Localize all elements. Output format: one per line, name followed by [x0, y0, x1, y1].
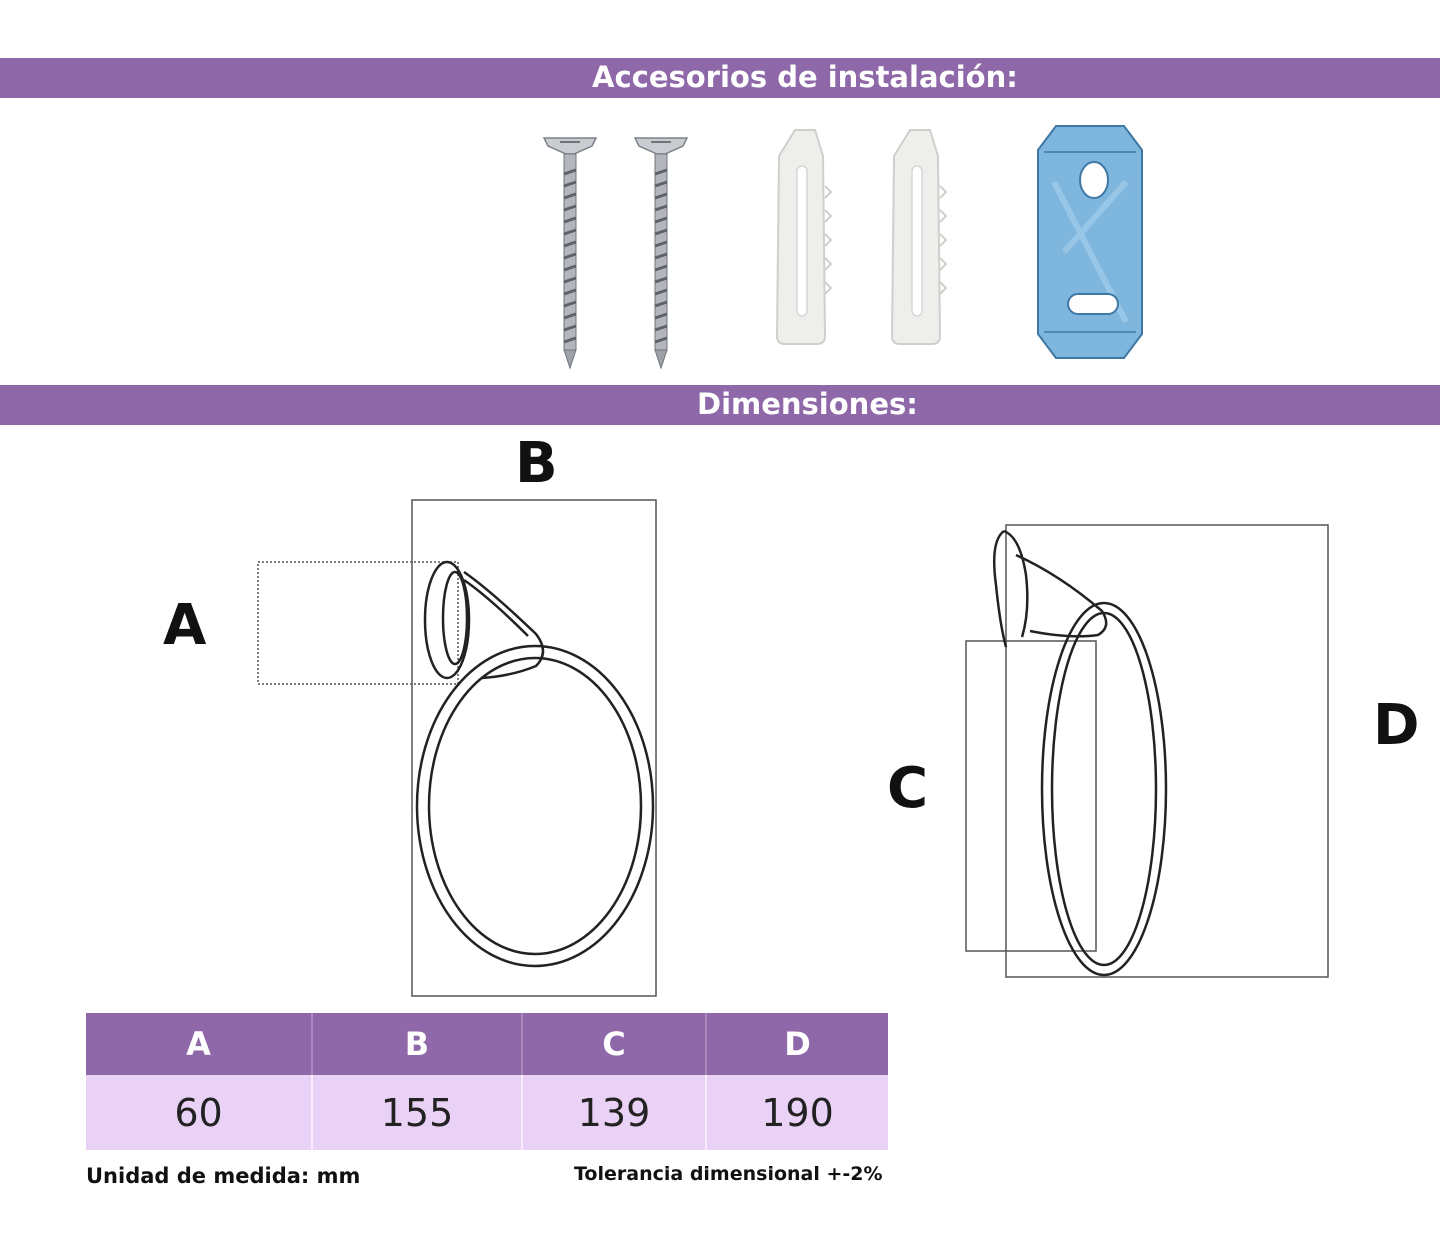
wall-plug-icon	[890, 129, 948, 345]
table-header: D	[706, 1013, 888, 1075]
tolerance-note: Tolerancia dimensional +-2%	[574, 1163, 883, 1185]
dimensions-banner	[0, 385, 1440, 425]
table-header-row: A B C D	[86, 1013, 888, 1075]
dimension-box-b	[411, 499, 657, 997]
accessories-banner	[0, 58, 1440, 98]
label-c: C	[887, 756, 929, 821]
unit-note: Unidad de medida: mm	[86, 1164, 361, 1188]
table-header: B	[312, 1013, 523, 1075]
towel-ring	[415, 560, 655, 968]
table-row: 60 155 139 190	[86, 1075, 888, 1150]
towel-ring-side	[993, 529, 1168, 977]
dimension-box-c	[965, 640, 1097, 952]
dimension-box-a	[257, 561, 459, 685]
table-cell: 155	[312, 1075, 523, 1150]
wall-plug-icon	[775, 129, 833, 345]
table-cell: 190	[706, 1075, 888, 1150]
table-cell: 139	[522, 1075, 707, 1150]
front-view-diagram	[257, 499, 657, 997]
label-a: A	[163, 593, 207, 658]
side-view-diagram	[965, 524, 1329, 978]
accessories-title: Accesorios de instalación:	[592, 60, 1018, 94]
label-b: B	[515, 431, 558, 496]
screw-icon	[542, 137, 598, 370]
table-header: C	[522, 1013, 707, 1075]
dimensions-table: A B C D 60 155 139 190	[86, 1013, 888, 1150]
table-header: A	[86, 1013, 313, 1075]
screw-icon	[633, 137, 689, 370]
mounting-bracket-icon	[1037, 125, 1143, 359]
label-d: D	[1373, 693, 1420, 758]
dimension-box-d	[1005, 524, 1329, 978]
table-cell: 60	[86, 1075, 313, 1150]
dimensions-title: Dimensiones:	[697, 387, 918, 421]
